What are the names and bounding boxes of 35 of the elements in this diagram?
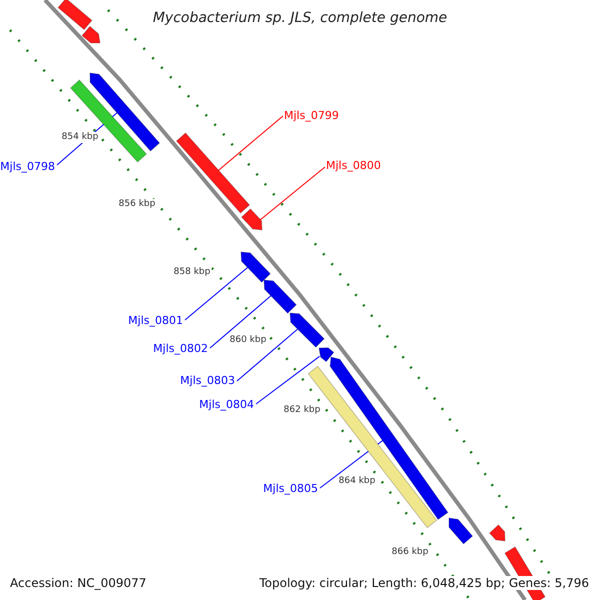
gene-segment	[290, 312, 325, 348]
leader-line	[184, 267, 248, 320]
diagram-title: Mycobacterium sp. JLS, complete genome	[152, 10, 448, 26]
scale-label: 860 kbp	[228, 334, 268, 346]
gene-label: Mjls_0803	[180, 375, 235, 386]
leader-line	[260, 166, 326, 220]
scale-label: 854 kbp	[60, 132, 100, 142]
gene-segment	[58, 0, 92, 30]
leader-line	[218, 116, 284, 171]
gene-segment	[489, 524, 506, 542]
gene-segment	[330, 356, 448, 520]
scale-label: 862 kbp	[282, 404, 322, 416]
gene-segment	[318, 347, 334, 362]
gene-segment	[448, 518, 474, 544]
scale-label: 856 kbp	[118, 198, 156, 210]
gene-label: Mjls_0805	[263, 483, 318, 494]
genome-info-text: Topology: circular; Length: 6,048,425 bp; Genes: 5,796	[258, 576, 590, 590]
gene-label: Mjls_0798	[0, 161, 55, 172]
scale-label: 866 kbp	[390, 546, 430, 558]
accession-text: Accession: NC_009077	[9, 576, 148, 590]
gene-label: Mjls_0802	[153, 343, 208, 354]
scale-label: 864 kbp	[338, 476, 376, 486]
leader-line	[256, 356, 320, 404]
gene-segment	[241, 208, 262, 230]
gene-segment	[82, 26, 100, 44]
gene-segment	[176, 132, 250, 214]
gene-segment	[240, 252, 271, 283]
leader-line	[236, 328, 298, 382]
leader-line	[210, 295, 272, 348]
gene-segment	[264, 280, 297, 314]
gene-label: Mjls_0801	[128, 315, 183, 326]
gene-label: Mjls_0804	[199, 399, 254, 410]
gene-label: Mjls_0799	[284, 110, 339, 121]
scale-label: 858 kbp	[172, 266, 212, 278]
gene-label: Mjls_0800	[326, 160, 381, 171]
